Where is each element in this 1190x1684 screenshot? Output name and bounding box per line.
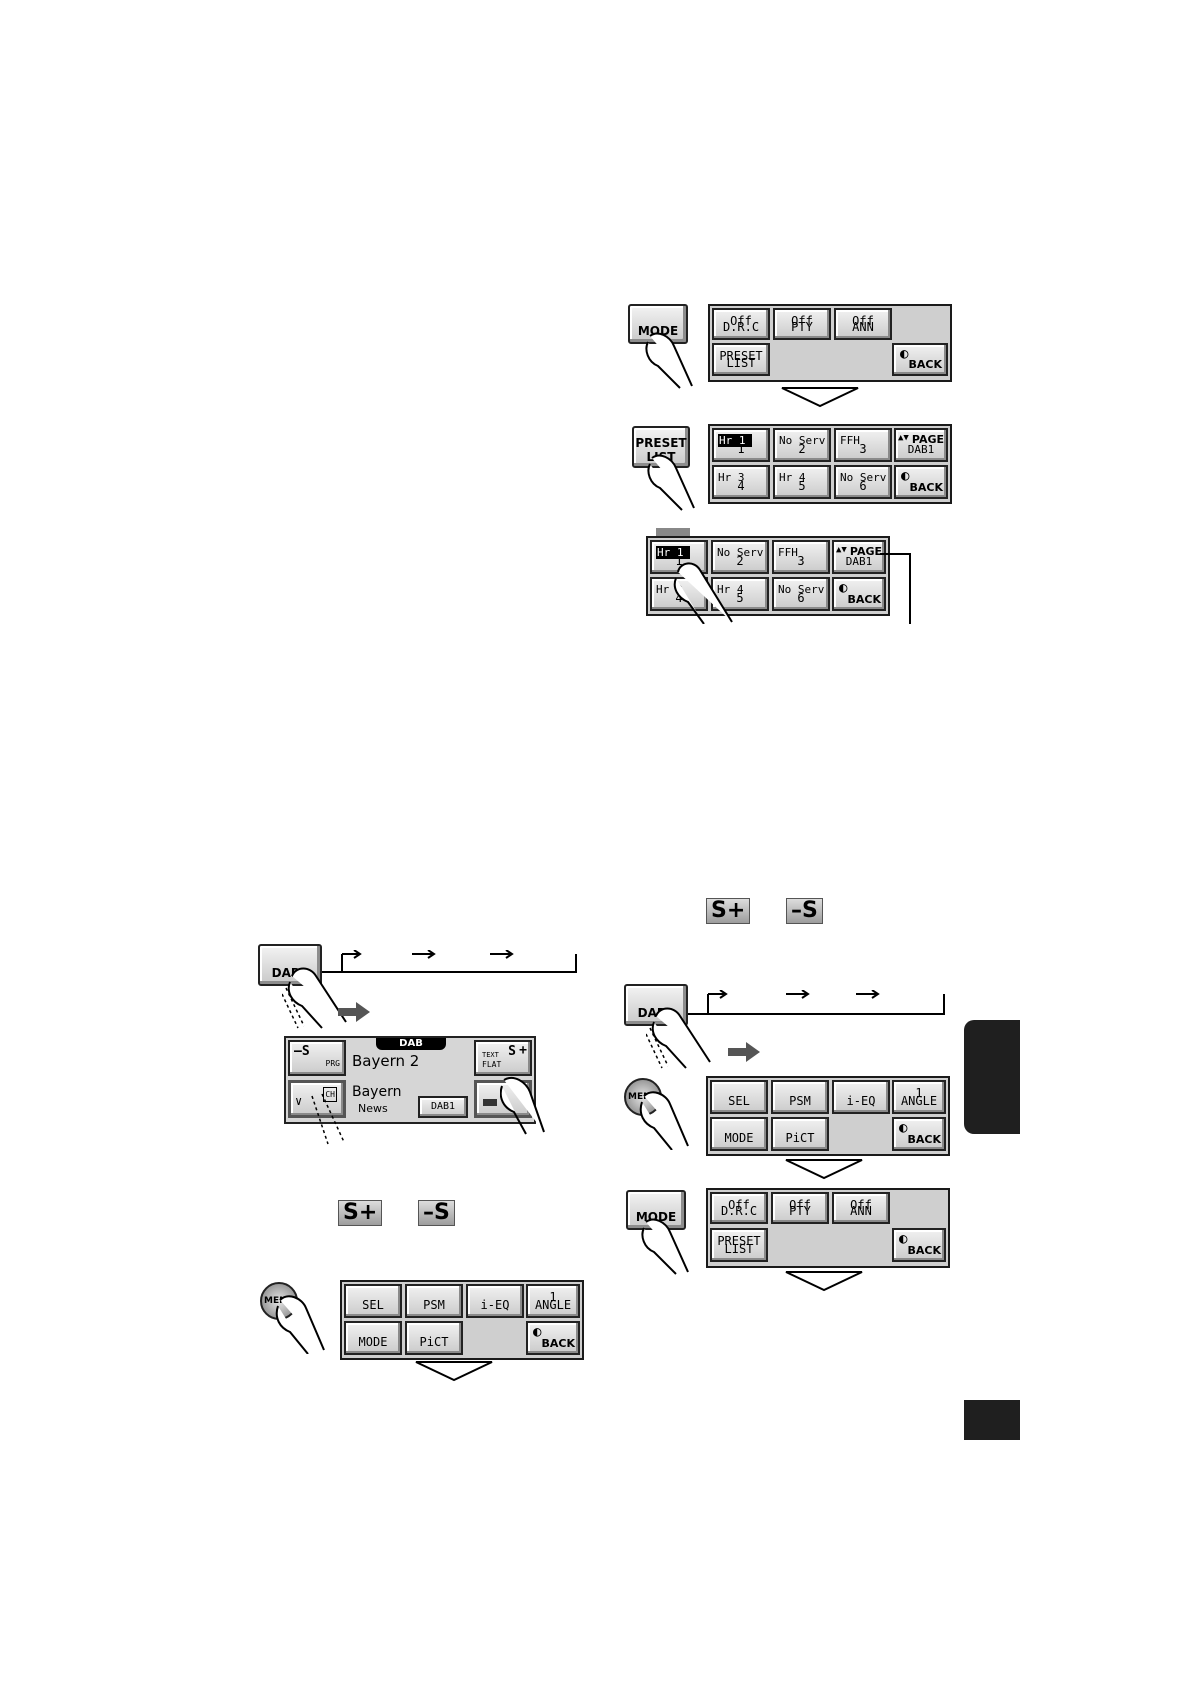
section-tab — [964, 1020, 1020, 1134]
finger-icon — [645, 332, 693, 389]
seek-left-key[interactable]: –S PRG — [288, 1040, 346, 1076]
knob-icon: ◐ — [901, 468, 910, 484]
psm-key[interactable]: PSM — [771, 1080, 829, 1114]
back-key[interactable]: ◐ BACK — [892, 1228, 946, 1262]
channel-key[interactable]: ∨ CH — [288, 1080, 346, 1118]
finger-icon — [311, 1093, 345, 1145]
sel-key[interactable]: SEL — [344, 1284, 402, 1318]
right-arrow-icon — [356, 1002, 370, 1022]
mode-key[interactable]: MODE — [710, 1117, 768, 1151]
ann-key[interactable]: Off ANN — [834, 308, 892, 340]
knob-icon: ◐ — [900, 346, 909, 362]
s-minus-button[interactable]: –S — [418, 1200, 455, 1226]
preset-key-2[interactable]: No Serv 2 — [711, 540, 769, 574]
preset-key-6[interactable]: No Serv 6 — [834, 465, 892, 499]
preset-key-1[interactable]: Hr 1 1 — [712, 428, 770, 462]
preset-key-3[interactable]: FFH 3 — [834, 428, 892, 462]
finger-icon — [639, 1091, 689, 1150]
chevron-down-icon: ∨ — [295, 1094, 303, 1108]
drc-key[interactable]: Off D.R.C — [712, 308, 770, 340]
finger-icon — [646, 1007, 711, 1069]
plus-icon: + — [519, 1043, 527, 1058]
arrow-down-icon — [781, 387, 859, 408]
knob-icon: ◐ — [533, 1324, 542, 1340]
finger-icon — [500, 1076, 545, 1135]
page-arrows-icon: ▲▼ — [836, 545, 847, 555]
band-key[interactable]: DAB1 — [418, 1096, 468, 1118]
preset-key-5[interactable]: Hr 4 5 — [711, 577, 769, 611]
back-key[interactable]: ◐ BACK — [526, 1321, 580, 1355]
ieq-key[interactable]: i-EQ — [832, 1080, 890, 1114]
pty-key[interactable]: Off PTY — [773, 308, 831, 340]
back-key[interactable]: ◐ BACK — [894, 465, 948, 499]
finger-icon — [275, 1295, 325, 1354]
s-plus-button[interactable]: S+ — [706, 898, 751, 924]
finger-icon — [647, 454, 695, 511]
knob-icon: ◐ — [839, 580, 848, 596]
preset-key-5[interactable]: Hr 4 5 — [773, 465, 831, 499]
knob-icon: ◐ — [899, 1231, 908, 1247]
back-key[interactable]: ◐ BACK — [892, 1117, 946, 1151]
pict-key[interactable]: PiCT — [405, 1321, 463, 1355]
sel-key[interactable]: SEL — [710, 1080, 768, 1114]
s-plus-button[interactable]: S+ — [338, 1200, 383, 1226]
preset-key-2[interactable]: No Serv 2 — [773, 428, 831, 462]
back-key[interactable]: ◐ BACK — [832, 577, 886, 611]
knob-icon: ◐ — [899, 1120, 908, 1136]
page-key[interactable]: ▲▼ PAGE DAB1 — [894, 428, 948, 462]
ieq-key[interactable]: i-EQ — [466, 1284, 524, 1318]
preset-panel: Hr 1 1 No Serv 2 FFH 3 ▲▼ PAGE DAB1 Hr 3… — [708, 424, 952, 504]
pty-name: News — [358, 1102, 388, 1115]
page-key[interactable]: ▲▼ PAGE DAB1 — [832, 540, 886, 574]
right-arrow-icon — [746, 1042, 760, 1062]
page-arrows-icon: ▲▼ — [898, 433, 909, 443]
right-arrow-bar — [728, 1048, 748, 1056]
pict-key[interactable]: PiCT — [771, 1117, 829, 1151]
seek-right-key[interactable]: S + TEXT FLAT — [474, 1040, 532, 1076]
page-number-tab — [964, 1400, 1020, 1440]
mode-panel: Off D.R.C Off PTY Off ANN PRESET LIST ◐ … — [708, 304, 952, 382]
psm-key[interactable]: PSM — [405, 1284, 463, 1318]
s-minus-button[interactable]: –S — [786, 898, 823, 924]
mode-button-label: MODE — [637, 324, 679, 338]
dab-source-tag: DAB — [376, 1038, 446, 1050]
right-arrow-bar — [338, 1008, 358, 1016]
seek-left-label: –S — [294, 1044, 310, 1059]
arrow-down-icon — [785, 1271, 863, 1292]
callout-line — [880, 553, 911, 624]
sequence-bracket — [688, 990, 945, 1015]
preset-key-3[interactable]: FFH 3 — [772, 540, 830, 574]
preset-list-key[interactable]: PRESET LIST — [712, 343, 770, 376]
finger-icon — [673, 562, 733, 624]
finger-icon — [282, 967, 347, 1029]
af-indicator — [483, 1099, 497, 1106]
finger-icon — [641, 1218, 689, 1275]
station-name: Bayern 2 — [352, 1052, 420, 1070]
preset-key-6[interactable]: No Serv 6 — [772, 577, 830, 611]
arrow-down-icon — [415, 1361, 493, 1382]
ensemble-name: Bayern — [352, 1084, 402, 1100]
mode-key[interactable]: MODE — [344, 1321, 402, 1355]
back-key[interactable]: ◐ BACK — [892, 343, 948, 376]
dab-screen: –S PRG DAB Bayern 2 S + TEXT FLAT ∨ CH B… — [284, 1036, 536, 1124]
sequence-bracket — [322, 950, 577, 973]
preset-key-4[interactable]: Hr 3 4 — [712, 465, 770, 499]
arrow-down-icon — [785, 1159, 863, 1180]
